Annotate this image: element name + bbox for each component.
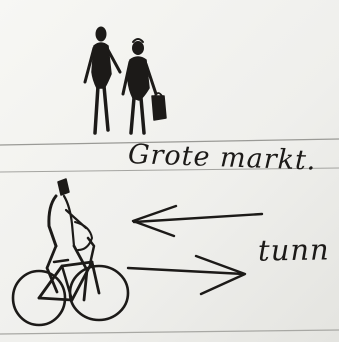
place-label-grote-markt: Grote markt.: [128, 141, 317, 175]
route-label-tunnel: tunn: [258, 235, 330, 265]
